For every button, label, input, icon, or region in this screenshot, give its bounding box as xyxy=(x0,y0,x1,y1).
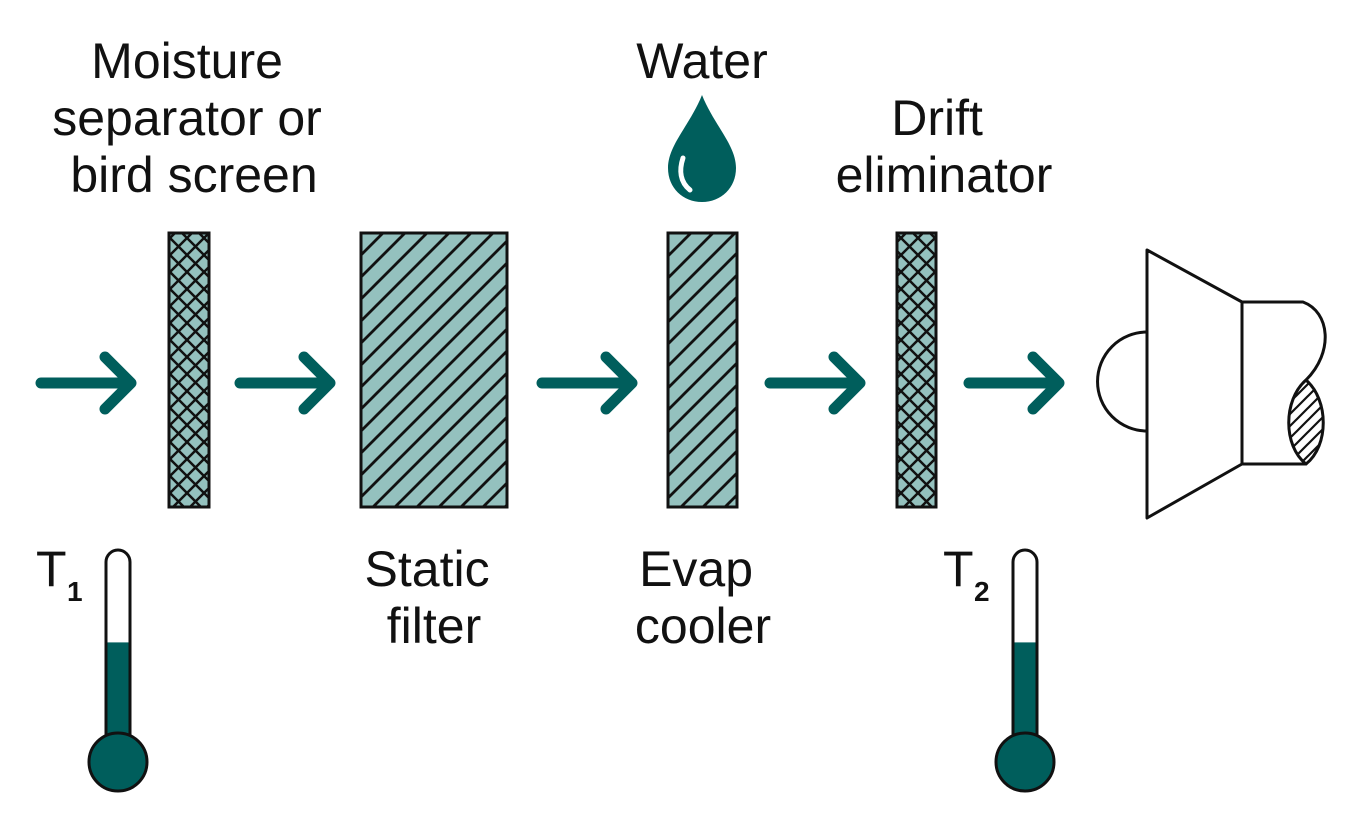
arrow-right-icon xyxy=(536,351,638,415)
fan-icon xyxy=(1096,248,1327,520)
water-label: Water xyxy=(636,33,768,89)
moisture-separator-label: Moisture separator or bird screen xyxy=(52,33,336,203)
svg-text:T: T xyxy=(943,541,974,597)
svg-text:T: T xyxy=(36,541,67,597)
drift-eliminator-label: Drift eliminator xyxy=(836,90,1053,203)
flow-arrows xyxy=(35,351,1065,415)
arrow-right-icon xyxy=(764,351,866,415)
thermometer-t1-icon xyxy=(87,548,149,793)
svg-text:1: 1 xyxy=(67,576,83,607)
moisture-separator-panel xyxy=(167,231,211,509)
t1-label: T 1 xyxy=(36,541,83,607)
drift-eliminator-panel xyxy=(895,231,938,509)
evap-cooler-label: Evap cooler xyxy=(635,541,771,654)
static-filter-panel xyxy=(359,231,509,509)
static-filter-label: Static filter xyxy=(365,541,504,654)
arrow-right-icon xyxy=(234,351,336,415)
arrow-right-icon xyxy=(963,351,1065,415)
thermometer-t2-icon xyxy=(994,548,1056,793)
water-drop-icon xyxy=(668,95,736,202)
t2-label: T 2 xyxy=(943,541,990,607)
svg-text:2: 2 xyxy=(974,576,990,607)
evap-cooler-panel xyxy=(666,231,739,509)
arrow-right-icon xyxy=(35,351,137,415)
